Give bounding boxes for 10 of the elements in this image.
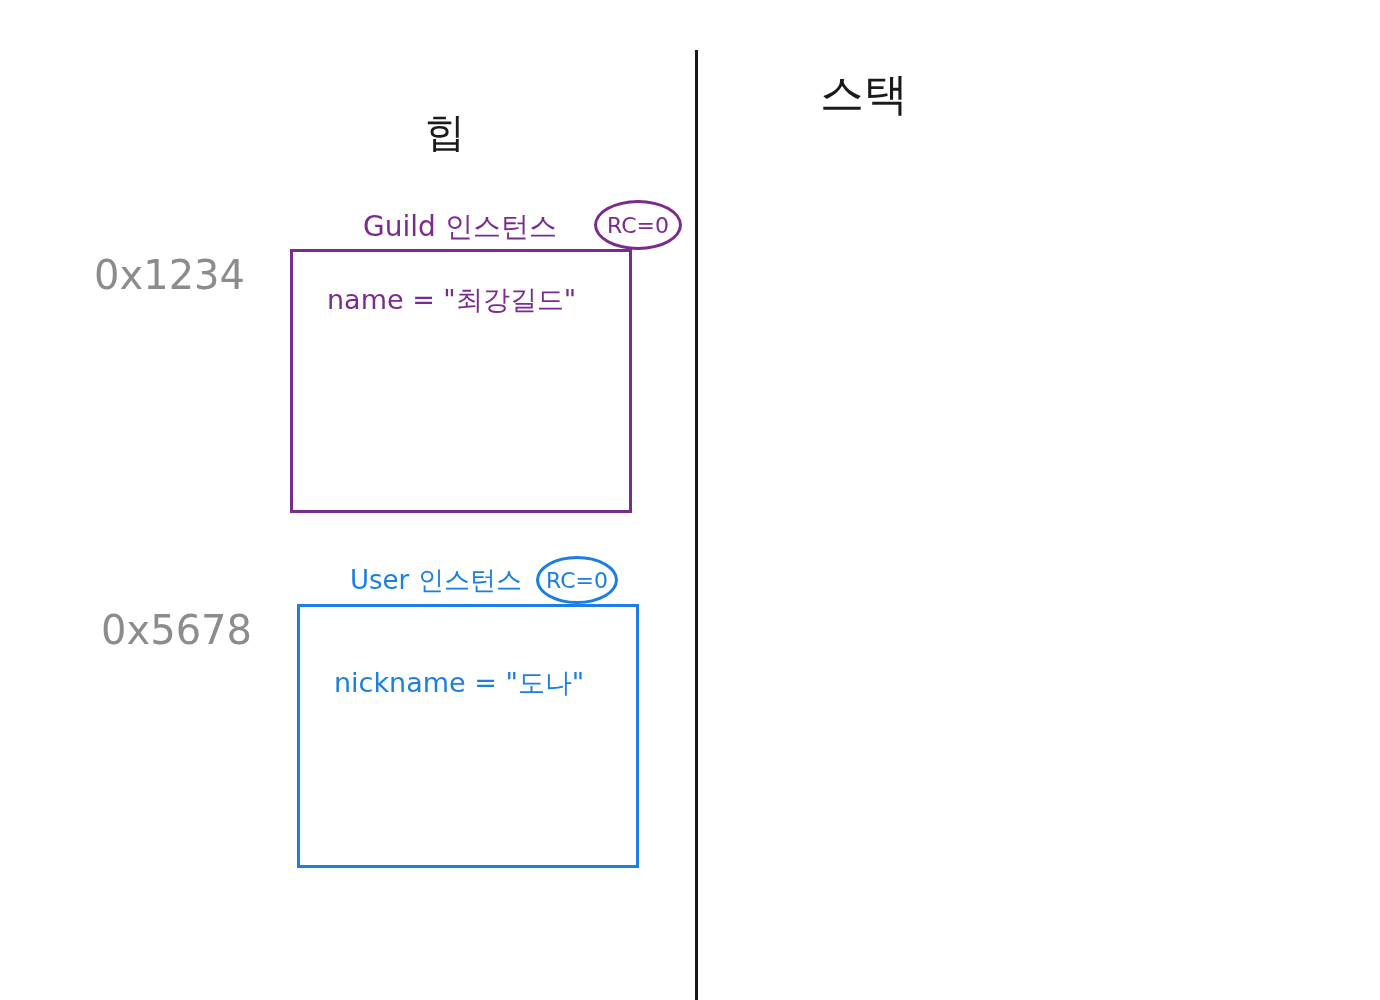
instance-heading: Guild 인스턴스 xyxy=(363,209,557,245)
field-assignment: nickname = "도나" xyxy=(334,666,585,700)
memory-address: 0x5678 xyxy=(101,607,252,653)
instance-heading: User 인스턴스 xyxy=(350,564,522,597)
field-assignment: name = "최강길드" xyxy=(327,283,577,317)
memory-address: 0x1234 xyxy=(94,252,245,298)
section-label: 힙 xyxy=(425,108,465,157)
reference-count-ellipse: RC=0 xyxy=(536,556,618,604)
section-label: 스택 xyxy=(820,67,908,121)
reference-count-ellipse: RC=0 xyxy=(594,200,682,250)
